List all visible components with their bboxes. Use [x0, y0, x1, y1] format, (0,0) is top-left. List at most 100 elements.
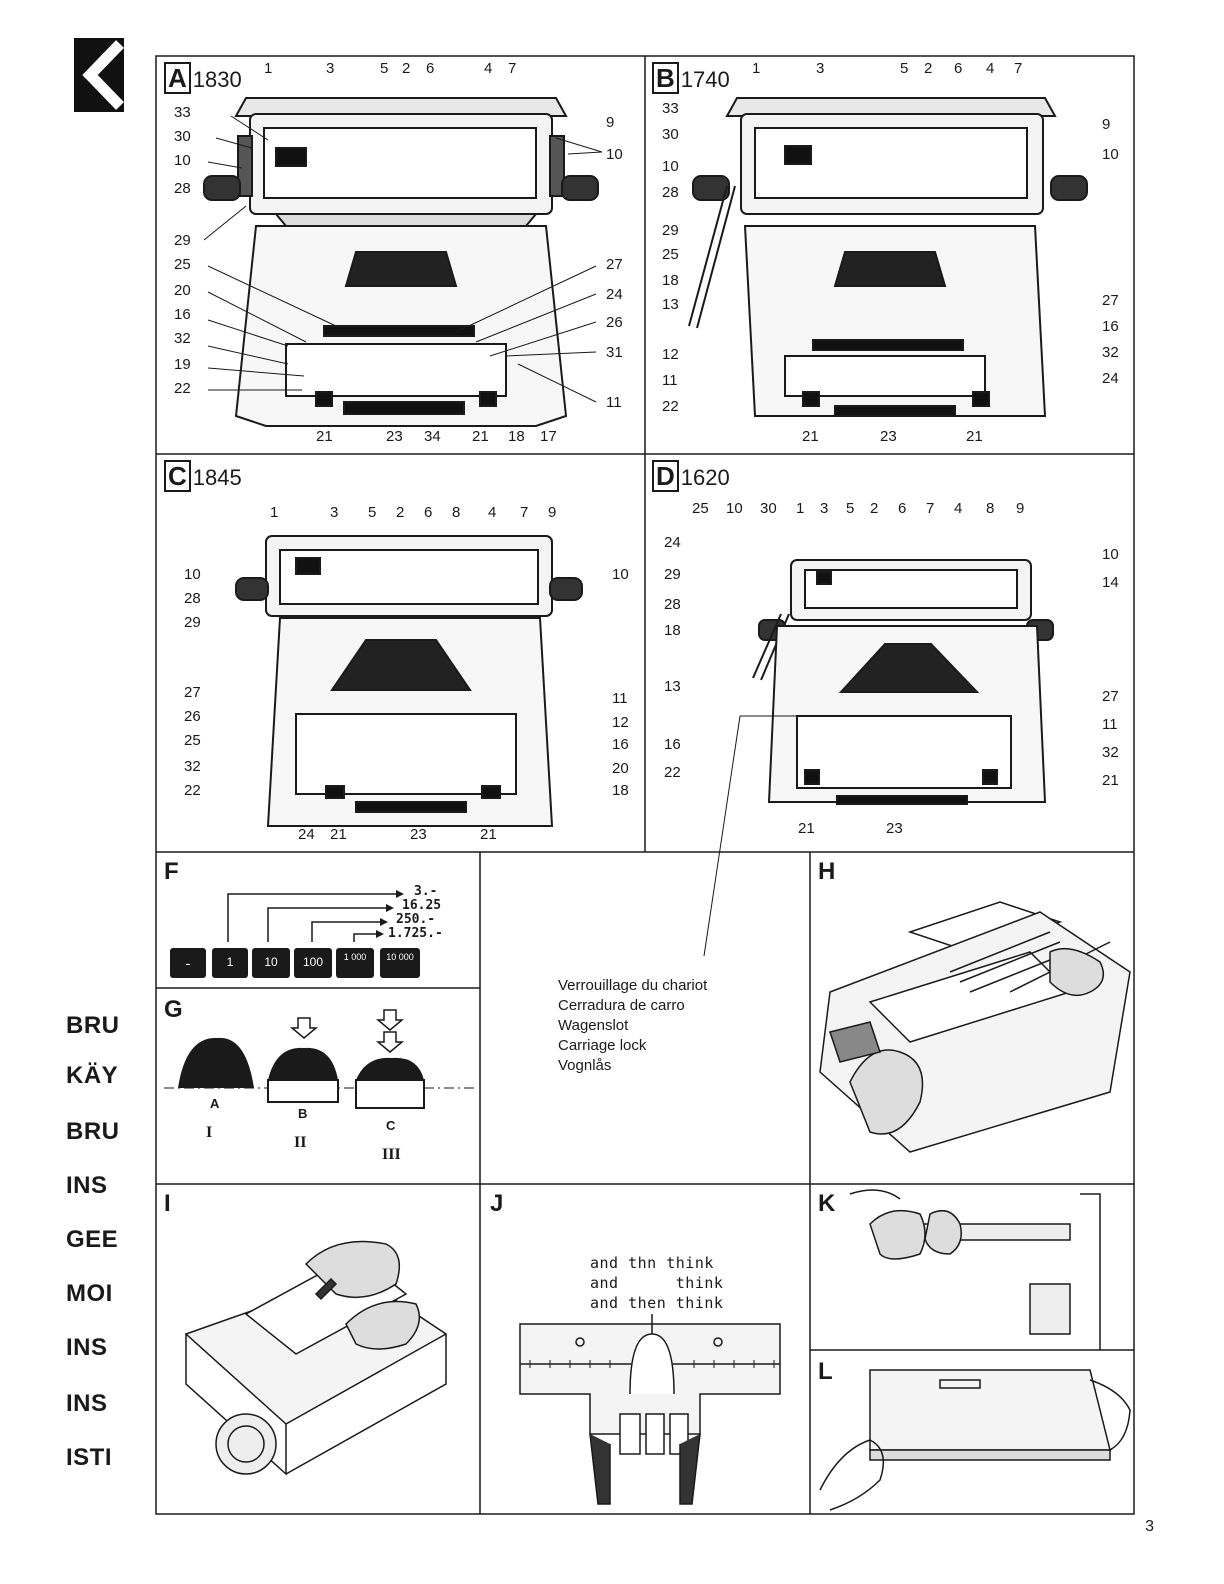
callout-number: 31: [606, 344, 623, 361]
callout-number: 8: [986, 500, 995, 517]
callout-number: 20: [174, 282, 191, 299]
tab-key-10000: 10 000: [386, 952, 414, 962]
callout-number: 18: [612, 782, 629, 799]
panel-h-letter: H: [818, 858, 836, 885]
callout-number: 10: [174, 152, 191, 169]
sidebar-tab: KÄY: [66, 1062, 119, 1089]
callout-number: 2: [924, 60, 933, 77]
roman-label: II: [294, 1134, 307, 1151]
callout-number: 23: [386, 428, 403, 445]
caption-line: Carriage lock: [558, 1037, 647, 1054]
callout-number: 1: [796, 500, 805, 517]
callout-number: 16: [664, 736, 681, 753]
typed-line: and thn think: [590, 1254, 714, 1272]
panel-letter: A: [164, 62, 191, 94]
callout-number: 4: [484, 60, 493, 77]
cover-removal-illustration: [819, 1369, 1131, 1511]
tab-key-100: 100: [302, 955, 324, 969]
caption-line: Wagenslot: [558, 1017, 629, 1034]
callout-number: 24: [664, 534, 681, 551]
callout-number: 10: [1102, 146, 1119, 163]
callout-number: 29: [664, 566, 681, 583]
callout-number: 29: [662, 222, 679, 239]
callout-number: 4: [488, 504, 497, 521]
callout-number: 33: [174, 104, 191, 121]
callout-number: 8: [452, 504, 461, 521]
panel-letter: B: [652, 62, 679, 94]
callout-number: 25: [174, 256, 191, 273]
callout-number: 10: [662, 158, 679, 175]
callout-number: 28: [174, 180, 191, 197]
caption-line: Cerradura de carro: [558, 997, 685, 1014]
callout-number: 9: [548, 504, 557, 521]
typewriter-1830-diagram: [203, 97, 603, 427]
callout-number: 32: [1102, 344, 1119, 361]
page-number: 3: [1145, 1518, 1154, 1535]
callout-number: 25: [692, 500, 709, 517]
callout-number: 30: [174, 128, 191, 145]
model-number: 1740: [680, 67, 730, 92]
callout-number: 11: [1102, 716, 1118, 733]
callout-number: 22: [664, 764, 681, 781]
callout-number: 9: [1016, 500, 1025, 517]
callout-number: 4: [986, 60, 995, 77]
typed-line: and then think: [590, 1294, 724, 1312]
sidebar-tab: INS: [66, 1390, 108, 1417]
roman-label: III: [382, 1146, 401, 1163]
panel-letter: D: [652, 460, 679, 492]
callout-number: 28: [662, 184, 679, 201]
callout-number: 18: [508, 428, 525, 445]
callout-number: 26: [606, 314, 623, 331]
callout-number: 6: [954, 60, 963, 77]
typewriter-1740-diagram: [688, 97, 1088, 417]
callout-number: 29: [184, 614, 201, 631]
callout-number: 10: [726, 500, 743, 517]
callout-number: 16: [1102, 318, 1119, 335]
callout-number: 21: [798, 820, 815, 837]
callout-number: 25: [184, 732, 201, 749]
sidebar-tab: BRU: [66, 1118, 120, 1145]
callout-number: 27: [184, 684, 201, 701]
callout-number: 28: [664, 596, 681, 613]
callout-number: 10: [184, 566, 201, 583]
tab-value: 16.25: [402, 898, 442, 913]
carriage-lock-caption: Verrouillage du chariot Cerradura de car…: [558, 976, 707, 1076]
caption-line: Verrouillage du chariot: [558, 977, 708, 994]
callout-number: 21: [330, 826, 347, 843]
callout-number: 22: [174, 380, 191, 397]
callout-number: 9: [606, 114, 615, 131]
tab-value: 3.-: [414, 884, 438, 899]
callout-number: 25: [662, 246, 679, 263]
callout-number: 1: [264, 60, 273, 77]
typed-line: and think: [590, 1274, 724, 1292]
callout-number: 32: [1102, 744, 1119, 761]
key-label: A: [210, 1096, 220, 1111]
callout-number: 21: [1102, 772, 1119, 789]
callout-number: 10: [1102, 546, 1119, 563]
typewriter-1620-diagram: [752, 559, 1054, 805]
callout-number: 3: [330, 504, 339, 521]
callout-number: 6: [426, 60, 435, 77]
callout-number: 21: [802, 428, 819, 445]
callout-number: 27: [1102, 688, 1119, 705]
callout-number: 1: [752, 60, 761, 77]
tab-value: 250.-: [396, 912, 436, 927]
typewriter-1845-diagram: [235, 535, 583, 827]
callout-number: 10: [612, 566, 629, 583]
panel-j-letter: J: [490, 1190, 504, 1217]
callout-number: 7: [926, 500, 935, 517]
callout-number: 27: [1102, 292, 1119, 309]
tab-key-1: 1: [226, 955, 234, 969]
callout-number: 5: [368, 504, 377, 521]
callout-number: 5: [846, 500, 855, 517]
callout-number: 12: [662, 346, 679, 363]
callout-number: 18: [662, 272, 679, 289]
callout-number: 7: [520, 504, 529, 521]
panel-letter: C: [164, 460, 191, 492]
tabulator-keys-diagram: [170, 890, 420, 978]
sidebar-tab: GEE: [66, 1226, 119, 1253]
